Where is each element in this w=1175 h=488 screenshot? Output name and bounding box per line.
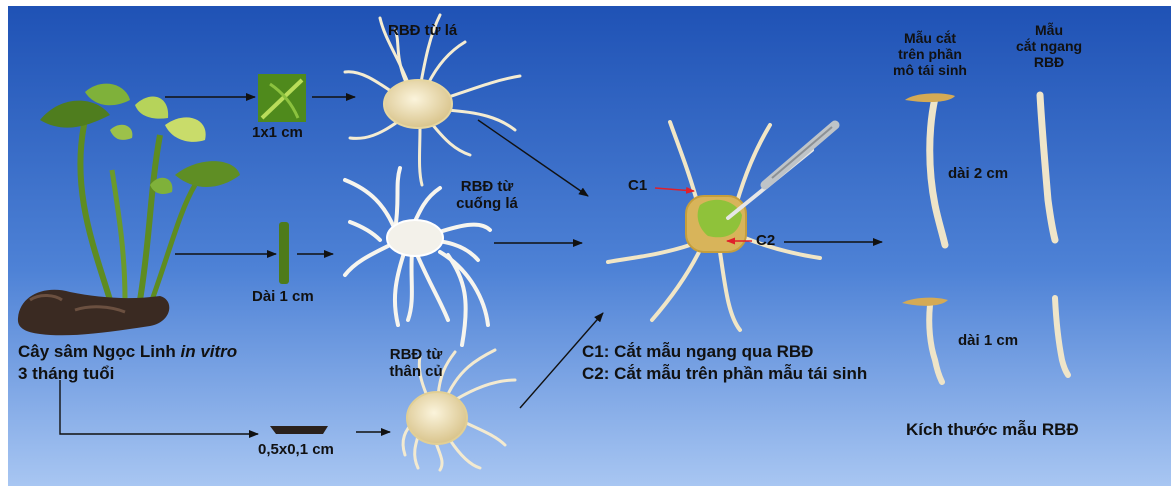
rbd-tuber-label-line1: RBĐ từ [380,346,452,363]
column-regen-header-line1: Mẫu cắt [872,30,988,46]
column-regen-header-line3: mô tái sinh [872,62,988,78]
size-title-label: Kích thước mẫu RBĐ [906,420,1079,440]
c1-description: C1: Cắt mẫu ngang qua RBĐ [582,342,813,362]
length-1cm-label: dài 1 cm [958,332,1018,349]
tuber-size-label: 0,5x0,1 cm [258,441,334,458]
plant-age-label: 3 tháng tuổi [18,364,114,384]
column-cross-header-line1: Mẫu [1004,22,1094,38]
petiole-size-label: Dài 1 cm [252,288,314,305]
petiole-explant-image [279,222,289,284]
rbd-petiole-label-line2: cuống lá [447,195,527,212]
column-cross-header-line3: RBĐ [1004,54,1094,70]
rbd-tuber-label: RBĐ từ thân củ [380,346,452,380]
column-regen-header: Mẫu cắt trên phần mô tái sinh [872,30,988,78]
rbd-petiole-label: RBĐ từ cuống lá [447,178,527,212]
rbd-petiole-label-line1: RBĐ từ [447,178,527,195]
plant-name-label: Cây sâm Ngọc Linh in vitro [18,342,237,362]
c2-description: C2: Cắt mẫu trên phần mẫu tái sinh [582,364,867,384]
leaf-size-label: 1x1 cm [252,124,303,141]
length-2cm-label: dài 2 cm [948,165,1008,182]
rbd-tuber-label-line2: thân củ [380,363,452,380]
column-regen-header-line2: trên phần [872,46,988,62]
plant-name-text: Cây sâm Ngọc Linh [18,342,180,361]
c2-label: C2 [756,232,775,249]
background-panel [8,6,1171,486]
c1-label: C1 [628,177,647,194]
plant-name-italic-text: in vitro [180,342,237,361]
tuber-explant-image [270,426,328,434]
rbd-leaf-label: RBĐ từ lá [388,22,457,39]
column-cross-header-line2: cắt ngang [1004,38,1094,54]
column-cross-header: Mẫu cắt ngang RBĐ [1004,22,1094,70]
